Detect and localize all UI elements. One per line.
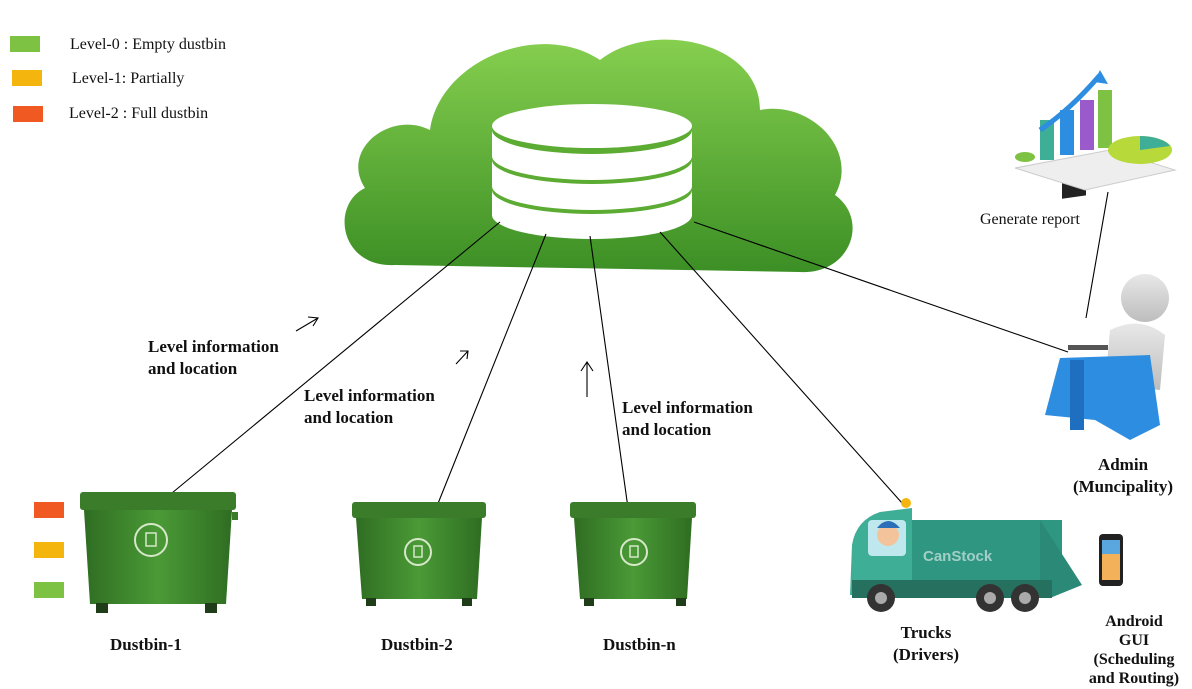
report-chart-icon (1014, 70, 1177, 191)
link-report (1085, 191, 1109, 319)
admin-label-line2: (Muncipality) (1072, 477, 1174, 496)
annotation-level-info-1: Level information and location (148, 336, 279, 380)
connection-lines (171, 191, 1109, 509)
admin-label-line1: Admin (1097, 455, 1149, 474)
annotation-line: Level information (148, 337, 279, 356)
trucks-label-line2: (Drivers) (892, 645, 960, 664)
link-trucks (659, 231, 903, 504)
legend-label-level0: Level-0 : Empty dustbin (70, 36, 226, 53)
arrow-icon (580, 361, 594, 397)
legend-swatch-level1 (12, 70, 42, 86)
database-icon (492, 104, 692, 239)
arrow-icon (455, 350, 469, 365)
level-indicator-partial (34, 542, 64, 558)
android-label-line1: Android (1105, 613, 1163, 630)
legend-label-level1: Level-1: Partially (72, 70, 185, 87)
level-indicator-empty (34, 582, 64, 598)
android-gui-label: Android GUI (Scheduling and Routing) (1078, 612, 1190, 688)
link-admin (693, 221, 1069, 353)
android-label-line2: GUI (1118, 632, 1150, 649)
trucks-label: Trucks (Drivers) (878, 622, 974, 666)
trucks-label-line1: Trucks (900, 623, 952, 642)
annotation-line: and location (622, 420, 712, 439)
dustbin-2-icon (352, 502, 486, 606)
annotation-level-info-3: Level information and location (622, 397, 753, 441)
dustbin-1-label: Dustbin-1 (110, 635, 182, 654)
annotation-line: Level information (304, 386, 435, 405)
admin-person-icon (1045, 165, 1169, 440)
direction-arrows (295, 316, 594, 397)
annotation-line: and location (304, 408, 394, 427)
truck-icon (850, 498, 1082, 612)
dustbin-n-label: Dustbin-n (603, 635, 676, 654)
legend-label-level2: Level-2 : Full dustbin (69, 105, 209, 122)
admin-label: Admin (Muncipality) (1058, 454, 1188, 498)
android-label-line4: and Routing) (1088, 670, 1180, 687)
android-phone-icon (1099, 534, 1123, 586)
dustbin-n-icon (570, 502, 696, 606)
link-dustbin1 (171, 221, 501, 494)
arrow-icon (295, 316, 319, 332)
annotation-level-info-2: Level information and location (304, 385, 435, 429)
dustbin-2-label: Dustbin-2 (381, 635, 453, 654)
truck-watermark: CanStock (923, 548, 993, 565)
legend-swatch-level0 (10, 36, 40, 52)
legend-swatch-level2 (13, 106, 43, 122)
link-dustbinn (589, 235, 629, 509)
link-dustbin2 (436, 233, 547, 507)
generate-report-label: Generate report (980, 211, 1080, 228)
annotation-line: Level information (622, 398, 753, 417)
dustbin-1-icon (80, 492, 238, 613)
level-indicator-full (34, 502, 64, 518)
annotation-line: and location (148, 359, 238, 378)
android-label-line3: (Scheduling (1093, 651, 1175, 668)
